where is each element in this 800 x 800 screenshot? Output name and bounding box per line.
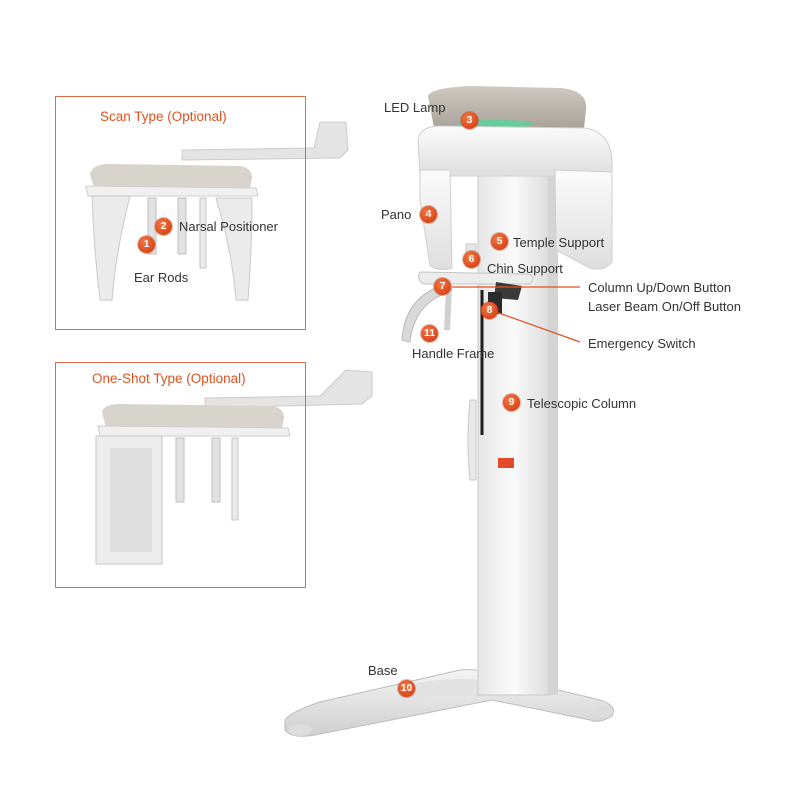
label-narsal-positioner: Narsal Positioner xyxy=(179,219,278,234)
callout-badge-4: 4 xyxy=(420,206,437,223)
label-led-lamp: LED Lamp xyxy=(384,100,446,115)
base-part xyxy=(284,669,614,737)
callout-badge-7: 7 xyxy=(434,278,451,295)
one-shot-title: One-Shot Type (Optional) xyxy=(92,371,246,386)
callout-badge-5: 5 xyxy=(491,233,508,250)
callout-badge-6: 6 xyxy=(463,251,480,268)
label-column-button: Column Up/Down Button xyxy=(588,280,732,295)
label-telescopic-column: Telescopic Column xyxy=(527,396,637,411)
callout-badge-9: 9 xyxy=(503,394,520,411)
callout-badge-3: 3 xyxy=(461,112,478,129)
label-ear-rods: Ear Rods xyxy=(134,270,189,285)
callout-badge-8: 8 xyxy=(481,302,498,319)
label-emergency-switch: Emergency Switch xyxy=(588,336,696,351)
head-part xyxy=(417,86,613,271)
label-temple-support: Temple Support xyxy=(513,235,605,250)
callout-badge-11: 11 xyxy=(421,325,438,342)
label-pano: Pano xyxy=(381,207,412,222)
leader-lines xyxy=(452,286,581,343)
callout-badge-10: 10 xyxy=(398,680,415,697)
callout-badge-1: 1 xyxy=(138,236,155,253)
column-part xyxy=(467,164,558,696)
label-handle-frame: Handle Frame xyxy=(412,346,495,361)
one-shot-box xyxy=(55,362,306,588)
callout-badge-2: 2 xyxy=(155,218,172,235)
label-laser-button: Laser Beam On/Off Button xyxy=(588,299,741,314)
scan-type-accessory xyxy=(85,121,349,301)
label-base: Base xyxy=(368,663,398,678)
scan-type-title: Scan Type (Optional) xyxy=(100,109,227,124)
one-shot-accessory xyxy=(95,369,373,565)
scan-type-box xyxy=(55,96,306,330)
label-chin-support: Chin Support xyxy=(487,261,563,276)
